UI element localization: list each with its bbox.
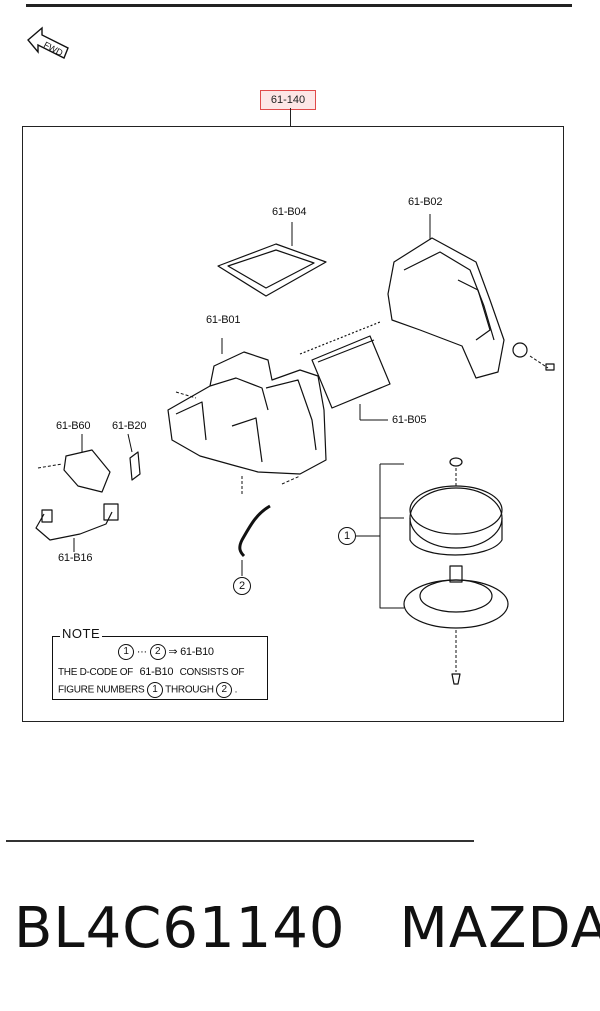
- blower-motor: [403, 579, 509, 629]
- note-title: NOTE: [60, 626, 103, 641]
- diagram-frame: [22, 126, 564, 722]
- note-line-2: THE D-CODE OF 61-B10 CONSISTS OF: [58, 666, 244, 678]
- label-61-b20[interactable]: 61-B20: [112, 420, 147, 432]
- note-range-line: 1 ··· 2 ⇒ 61-B10: [118, 644, 214, 660]
- label-61-b16[interactable]: 61-B16: [58, 552, 93, 564]
- note-line2-b: CONSISTS OF: [179, 667, 245, 678]
- note-range-dots: ···: [136, 645, 147, 658]
- hose-2: [238, 504, 271, 558]
- actuator-b60: [63, 449, 111, 493]
- label-61-b01[interactable]: 61-B01: [206, 314, 241, 326]
- note-line2-code: 61-B10: [139, 666, 174, 678]
- figure-number-1[interactable]: 1: [338, 527, 356, 545]
- assembly-ref-label[interactable]: 61-140: [260, 90, 316, 110]
- link-b20: [129, 451, 141, 481]
- part-number: BL4C61140: [14, 896, 346, 961]
- note-line-3: FIGURE NUMBERS 1 THROUGH 2 .: [58, 682, 237, 698]
- note-line3-n2: 2: [216, 682, 233, 698]
- note-line3-n1: 1: [146, 682, 163, 698]
- label-61-b02[interactable]: 61-B02: [408, 196, 443, 208]
- filter-b05: [311, 335, 391, 409]
- label-61-b04[interactable]: 61-B04: [272, 206, 307, 218]
- note-range-end: 2: [149, 644, 166, 660]
- brand-name: MAZDA: [399, 896, 600, 961]
- note-line3-b: THROUGH: [165, 684, 214, 696]
- ref-leader: [290, 108, 291, 126]
- harness-b16: [35, 511, 113, 541]
- bottom-divider: [6, 840, 474, 842]
- top-divider: [26, 4, 572, 7]
- note-line3-end: .: [234, 684, 238, 696]
- note-range-target: 61-B10: [180, 645, 214, 658]
- note-box: [52, 636, 268, 700]
- note-line2-a: THE D-CODE OF: [58, 667, 133, 678]
- note-line3-a: FIGURE NUMBERS: [58, 684, 145, 696]
- housing-b02: [387, 237, 505, 379]
- gasket-b04: [217, 243, 327, 297]
- figure-number-2[interactable]: 2: [233, 577, 251, 595]
- fwd-arrow-icon: FWD: [27, 26, 69, 59]
- blower-wheel: [409, 487, 503, 549]
- caption: BL4C61140 MAZDA: [14, 896, 600, 961]
- label-61-b05[interactable]: 61-B05: [392, 414, 427, 426]
- case-b01: [167, 351, 327, 475]
- label-61-b60[interactable]: 61-B60: [56, 420, 91, 432]
- note-arrow: ⇒: [168, 645, 178, 658]
- note-range-start: 1: [118, 644, 134, 660]
